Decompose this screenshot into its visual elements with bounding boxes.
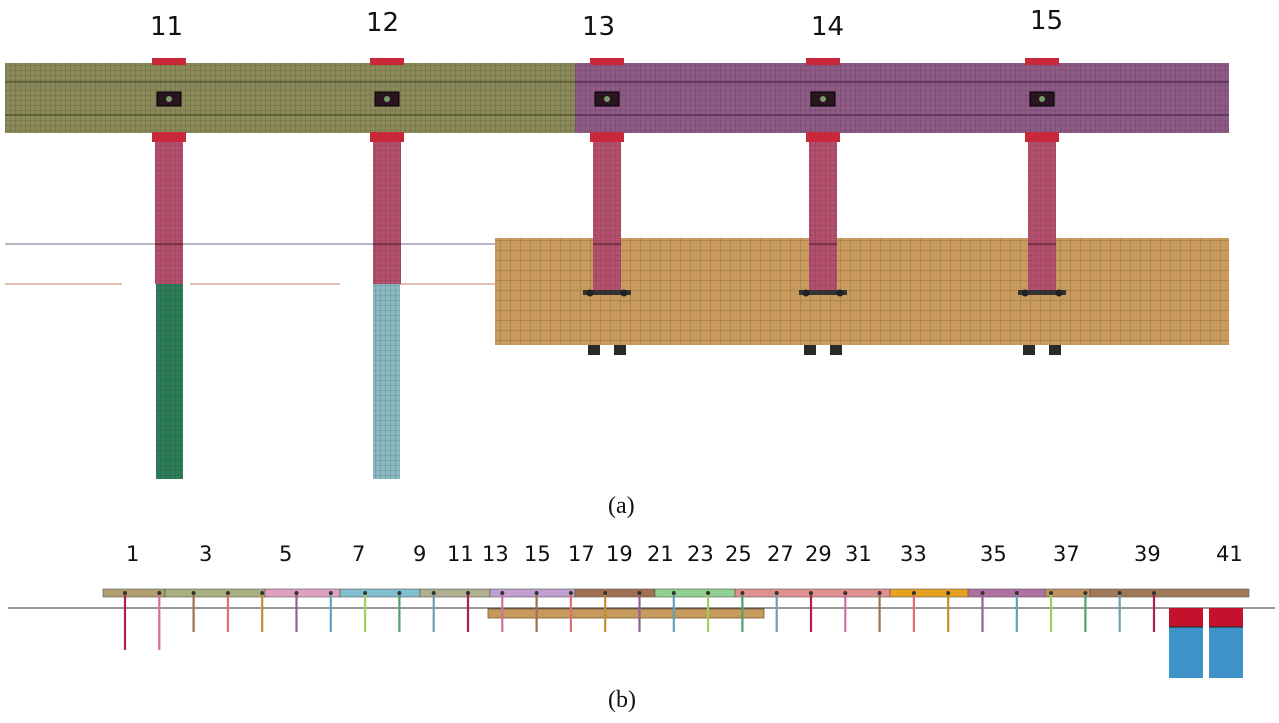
post-12: [373, 133, 401, 284]
crash-barrel-1: [1169, 608, 1203, 678]
post-b: [328, 591, 333, 632]
post-b: [225, 591, 230, 632]
post-cap-14: [806, 58, 840, 142]
panel-b-caption: (b): [608, 687, 636, 713]
post-b: [1117, 591, 1122, 632]
post-b: [603, 591, 608, 632]
post-b: [191, 591, 196, 632]
guardrail-right-segment: [575, 63, 1229, 133]
post-label-b: 31: [845, 542, 872, 566]
post-b: [774, 591, 779, 632]
post-cap-11: [152, 58, 186, 142]
post-label-a: 12: [366, 8, 400, 38]
post-b: [877, 591, 882, 632]
post-label-b: 41: [1216, 542, 1243, 566]
post-label-b: 29: [805, 542, 832, 566]
post-11: [155, 133, 183, 284]
post-label-b: 39: [1134, 542, 1161, 566]
base-plate-bolts-14: [799, 289, 847, 355]
base-plate-bolts-13: [583, 289, 631, 355]
post-b: [1049, 591, 1054, 632]
post-b: [1083, 591, 1088, 632]
post-label-b: 35: [980, 542, 1007, 566]
post-label-b: 33: [900, 542, 927, 566]
post-b: [123, 591, 127, 650]
crash-barrel-2: [1209, 608, 1243, 678]
post-label-b: 19: [606, 542, 633, 566]
post-b: [1152, 591, 1156, 632]
post-b: [534, 591, 539, 632]
embedded-post-11: [156, 284, 183, 479]
post-cap-13: [590, 58, 624, 142]
soil-strip-b: [487, 608, 765, 619]
guardrail-b: [102, 588, 1250, 598]
panel-a-caption: (a): [608, 493, 635, 519]
post-label-b: 17: [568, 542, 595, 566]
guardrail-left-segment: [5, 63, 575, 133]
post-b: [843, 591, 848, 632]
post-label-b: 5: [279, 542, 293, 566]
post-label-b: 23: [687, 542, 714, 566]
post-b: [980, 591, 985, 632]
post-b: [1014, 591, 1019, 632]
post-label-b: 11: [447, 542, 474, 566]
post-14: [799, 133, 847, 355]
post-b: [431, 591, 436, 632]
post-label-b: 1: [126, 542, 140, 566]
post-label-b: 9: [413, 542, 427, 566]
post-13: [583, 133, 631, 355]
post-label-a: 14: [811, 12, 845, 42]
post-label-a: 11: [150, 12, 184, 42]
post-b: [397, 591, 402, 632]
post-b: [706, 591, 711, 632]
post-b: [740, 591, 745, 632]
post-label-b: 7: [352, 542, 366, 566]
post-b: [260, 591, 265, 632]
post-label-b: 3: [199, 542, 213, 566]
post-cap-15: [1025, 58, 1059, 142]
post-b: [637, 591, 642, 632]
post-b: [809, 591, 813, 632]
post-label-b: 13: [482, 542, 509, 566]
post-label-b: 37: [1053, 542, 1080, 566]
post-b: [911, 591, 916, 632]
embedded-post-12: [373, 284, 400, 479]
post-label-b: 27: [767, 542, 794, 566]
post-label-b: 21: [647, 542, 674, 566]
post-b: [363, 591, 368, 632]
post-15: [1018, 133, 1066, 355]
post-label-b: 15: [524, 542, 551, 566]
post-b: [946, 591, 951, 632]
post-b: [294, 591, 299, 632]
post-b: [466, 591, 470, 632]
post-label-a: 13: [582, 12, 616, 42]
base-plate-bolts-15: [1018, 289, 1066, 355]
post-cap-12: [370, 58, 404, 142]
post-label-a: 15: [1030, 6, 1064, 36]
post-b: [157, 591, 162, 650]
post-b: [671, 591, 676, 632]
post-label-b: 25: [725, 542, 752, 566]
panel-a-diagram: [5, 58, 1229, 479]
post-b: [500, 591, 505, 632]
post-b: [568, 591, 573, 632]
